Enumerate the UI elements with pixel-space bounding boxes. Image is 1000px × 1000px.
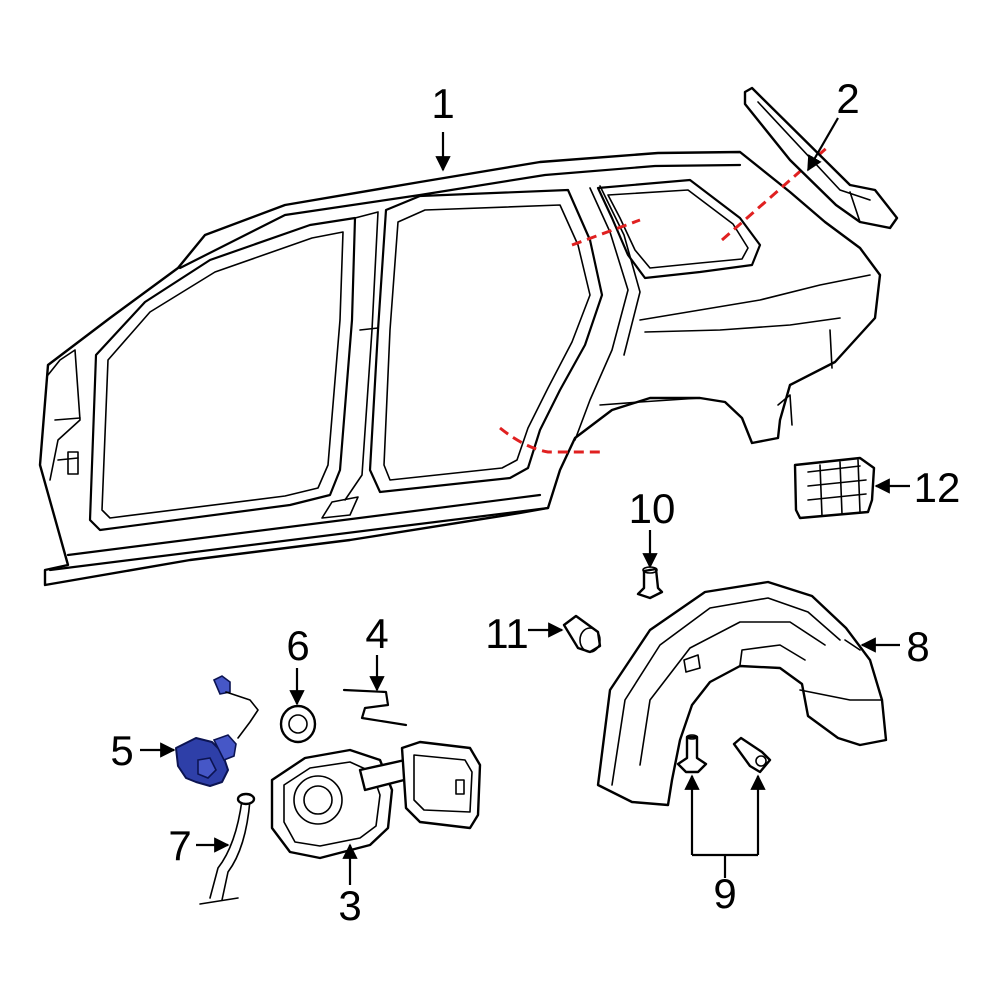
tether-7-part — [199, 792, 256, 905]
callout-12: 12 — [914, 464, 961, 511]
callout-10: 10 — [629, 485, 676, 532]
callout-7: 7 — [168, 822, 191, 869]
leader-arrow-2 — [807, 117, 839, 172]
plug-11-part — [562, 614, 602, 654]
wheelhouse-liner-part — [596, 580, 888, 807]
fuel-door-actuator-part — [175, 675, 259, 787]
leader-arrow-9 — [690, 778, 760, 878]
fuel-door-housing-part — [270, 740, 482, 860]
callout-5: 5 — [110, 727, 133, 774]
callout-9: 9 — [713, 870, 736, 917]
callout-2: 2 — [836, 75, 859, 122]
callout-labels: 1 2 3 4 5 6 7 8 9 10 11 12 — [110, 75, 960, 929]
vent-grille-part — [793, 456, 876, 520]
clip-10-part — [636, 566, 664, 600]
callout-11: 11 — [485, 610, 529, 657]
callout-6: 6 — [286, 622, 309, 669]
fasteners-9-part — [676, 734, 772, 774]
callout-4: 4 — [365, 610, 388, 657]
spring-4-part — [342, 688, 408, 727]
callout-8: 8 — [906, 623, 929, 670]
callout-3: 3 — [338, 882, 361, 929]
bumper-6-part — [279, 704, 317, 744]
leader-arrows — [140, 117, 910, 885]
side-panel-part — [38, 150, 882, 587]
callout-1: 1 — [431, 80, 454, 127]
